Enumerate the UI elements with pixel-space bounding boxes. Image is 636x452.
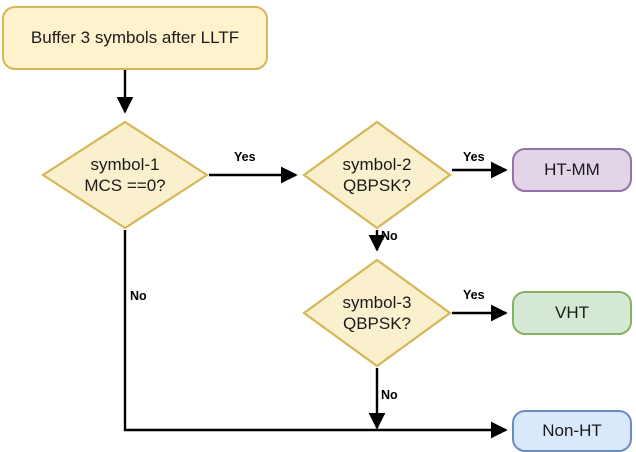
diamond-shape-3 bbox=[302, 258, 452, 368]
edge-label-decision-2-yes: Yes bbox=[463, 150, 485, 164]
decision-2-label: symbol-2 QBPSK? bbox=[342, 154, 412, 195]
edge-label-decision-1-yes: Yes bbox=[234, 150, 256, 164]
decision-1-label: symbol-1 MCS ==0? bbox=[84, 154, 166, 195]
edge-label-decision-3-yes: Yes bbox=[463, 288, 485, 302]
node-decision-symbol-2-qbpsk[interactable]: symbol-2 QBPSK? bbox=[302, 120, 452, 230]
node-buffer-symbols[interactable]: Buffer 3 symbols after LLTF bbox=[2, 6, 268, 70]
edge-label-decision-3-no: No bbox=[381, 388, 398, 402]
node-result-ht-mm[interactable]: HT-MM bbox=[512, 148, 632, 192]
node-result-vht[interactable]: VHT bbox=[512, 291, 632, 335]
node-decision-symbol-1-mcs[interactable]: symbol-1 MCS ==0? bbox=[41, 120, 209, 230]
decision-3-label: symbol-3 QBPSK? bbox=[342, 292, 412, 333]
diamond-shape-1 bbox=[41, 120, 209, 230]
diamond-shape-2 bbox=[302, 120, 452, 230]
edge-label-decision-1-no: No bbox=[130, 289, 147, 303]
node-result-non-ht[interactable]: Non-HT bbox=[512, 410, 632, 452]
node-decision-symbol-3-qbpsk[interactable]: symbol-3 QBPSK? bbox=[302, 258, 452, 368]
edge-label-decision-2-no: No bbox=[381, 229, 398, 243]
